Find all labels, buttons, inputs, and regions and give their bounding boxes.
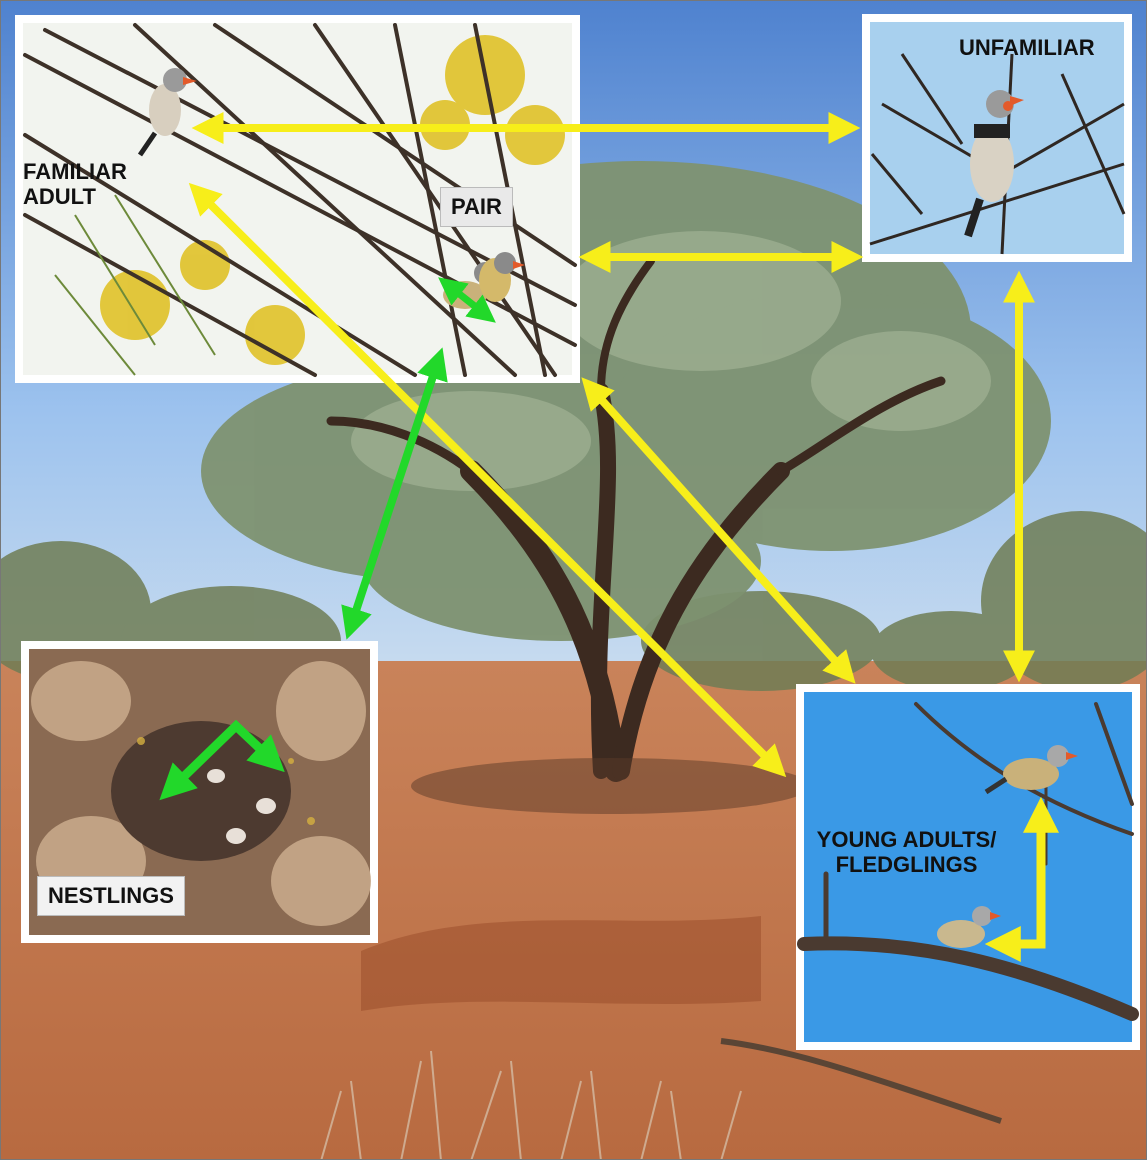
unfamiliar-label: UNFAMILIAR [959,35,1095,60]
familiar-adult-label: FAMILIAR ADULT [23,159,127,210]
pair-label: PAIR [440,187,513,227]
tree-shadow [411,758,811,814]
nestlings-label: NESTLINGS [37,876,185,916]
young-adults-fledglings-label: YOUNG ADULTS/ FLEDGLINGS [809,827,1004,878]
